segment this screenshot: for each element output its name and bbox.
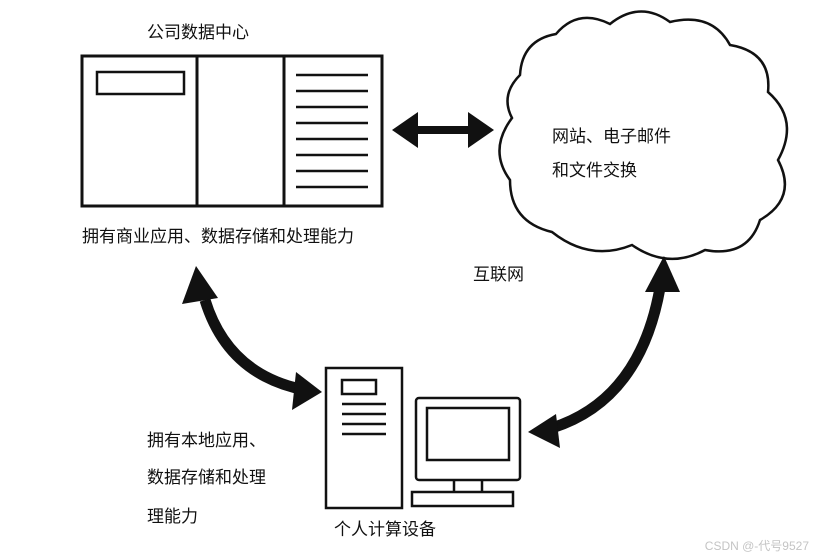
cloud-icon xyxy=(498,10,789,261)
local-desc-line1: 拥有本地应用、 xyxy=(147,431,266,451)
tower-pc-icon xyxy=(324,366,404,510)
datacenter-description: 拥有商业应用、数据存储和处理能力 xyxy=(82,227,354,247)
datacenter-rack-icon xyxy=(80,54,384,208)
cloud-text-line1: 网站、电子邮件 xyxy=(552,127,671,147)
curved-arrow-left-icon xyxy=(182,266,322,410)
internet-label: 互联网 xyxy=(473,265,524,285)
device-label: 个人计算设备 xyxy=(334,520,436,540)
monitor-icon xyxy=(414,396,522,492)
datacenter-title: 公司数据中心 xyxy=(147,23,249,43)
cloud-text-line2: 和文件交换 xyxy=(552,161,637,181)
local-desc-line2: 数据存储和处理 xyxy=(147,468,266,488)
keyboard-icon xyxy=(410,490,515,508)
double-arrow-icon xyxy=(392,112,494,148)
watermark: CSDN @-代号9527 xyxy=(704,539,809,553)
local-desc-line3: 理能力 xyxy=(147,507,198,527)
curved-arrow-right-icon xyxy=(528,256,680,448)
